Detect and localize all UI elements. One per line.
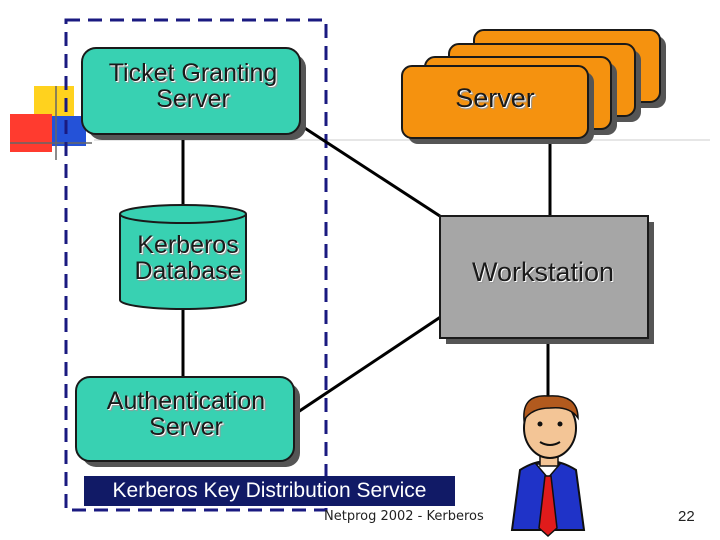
connectors	[181, 123, 552, 414]
kerberos-database-label: Kerberos Database	[134, 231, 242, 286]
database-node	[119, 204, 247, 310]
page-number: 22	[678, 508, 695, 525]
server-stack	[401, 29, 666, 144]
workstation-node	[439, 215, 654, 344]
tgs-node	[81, 47, 306, 140]
workstation-label: Workstation	[471, 257, 615, 287]
user-figure	[510, 395, 586, 538]
authentication-server-label: Authentication Server	[106, 387, 266, 442]
edge-tgs-workstation	[299, 123, 447, 222]
edge-as-workstation	[297, 314, 443, 414]
server-label: Server	[455, 83, 535, 113]
ticket-granting-server-label: Ticket Granting Server	[108, 59, 278, 114]
kdc-group-label: Kerberos Key Distribution Service	[84, 476, 455, 506]
footer-text: Netprog 2002 - Kerberos	[324, 509, 484, 524]
as-node	[75, 376, 300, 467]
kdc-boundary	[64, 18, 328, 512]
